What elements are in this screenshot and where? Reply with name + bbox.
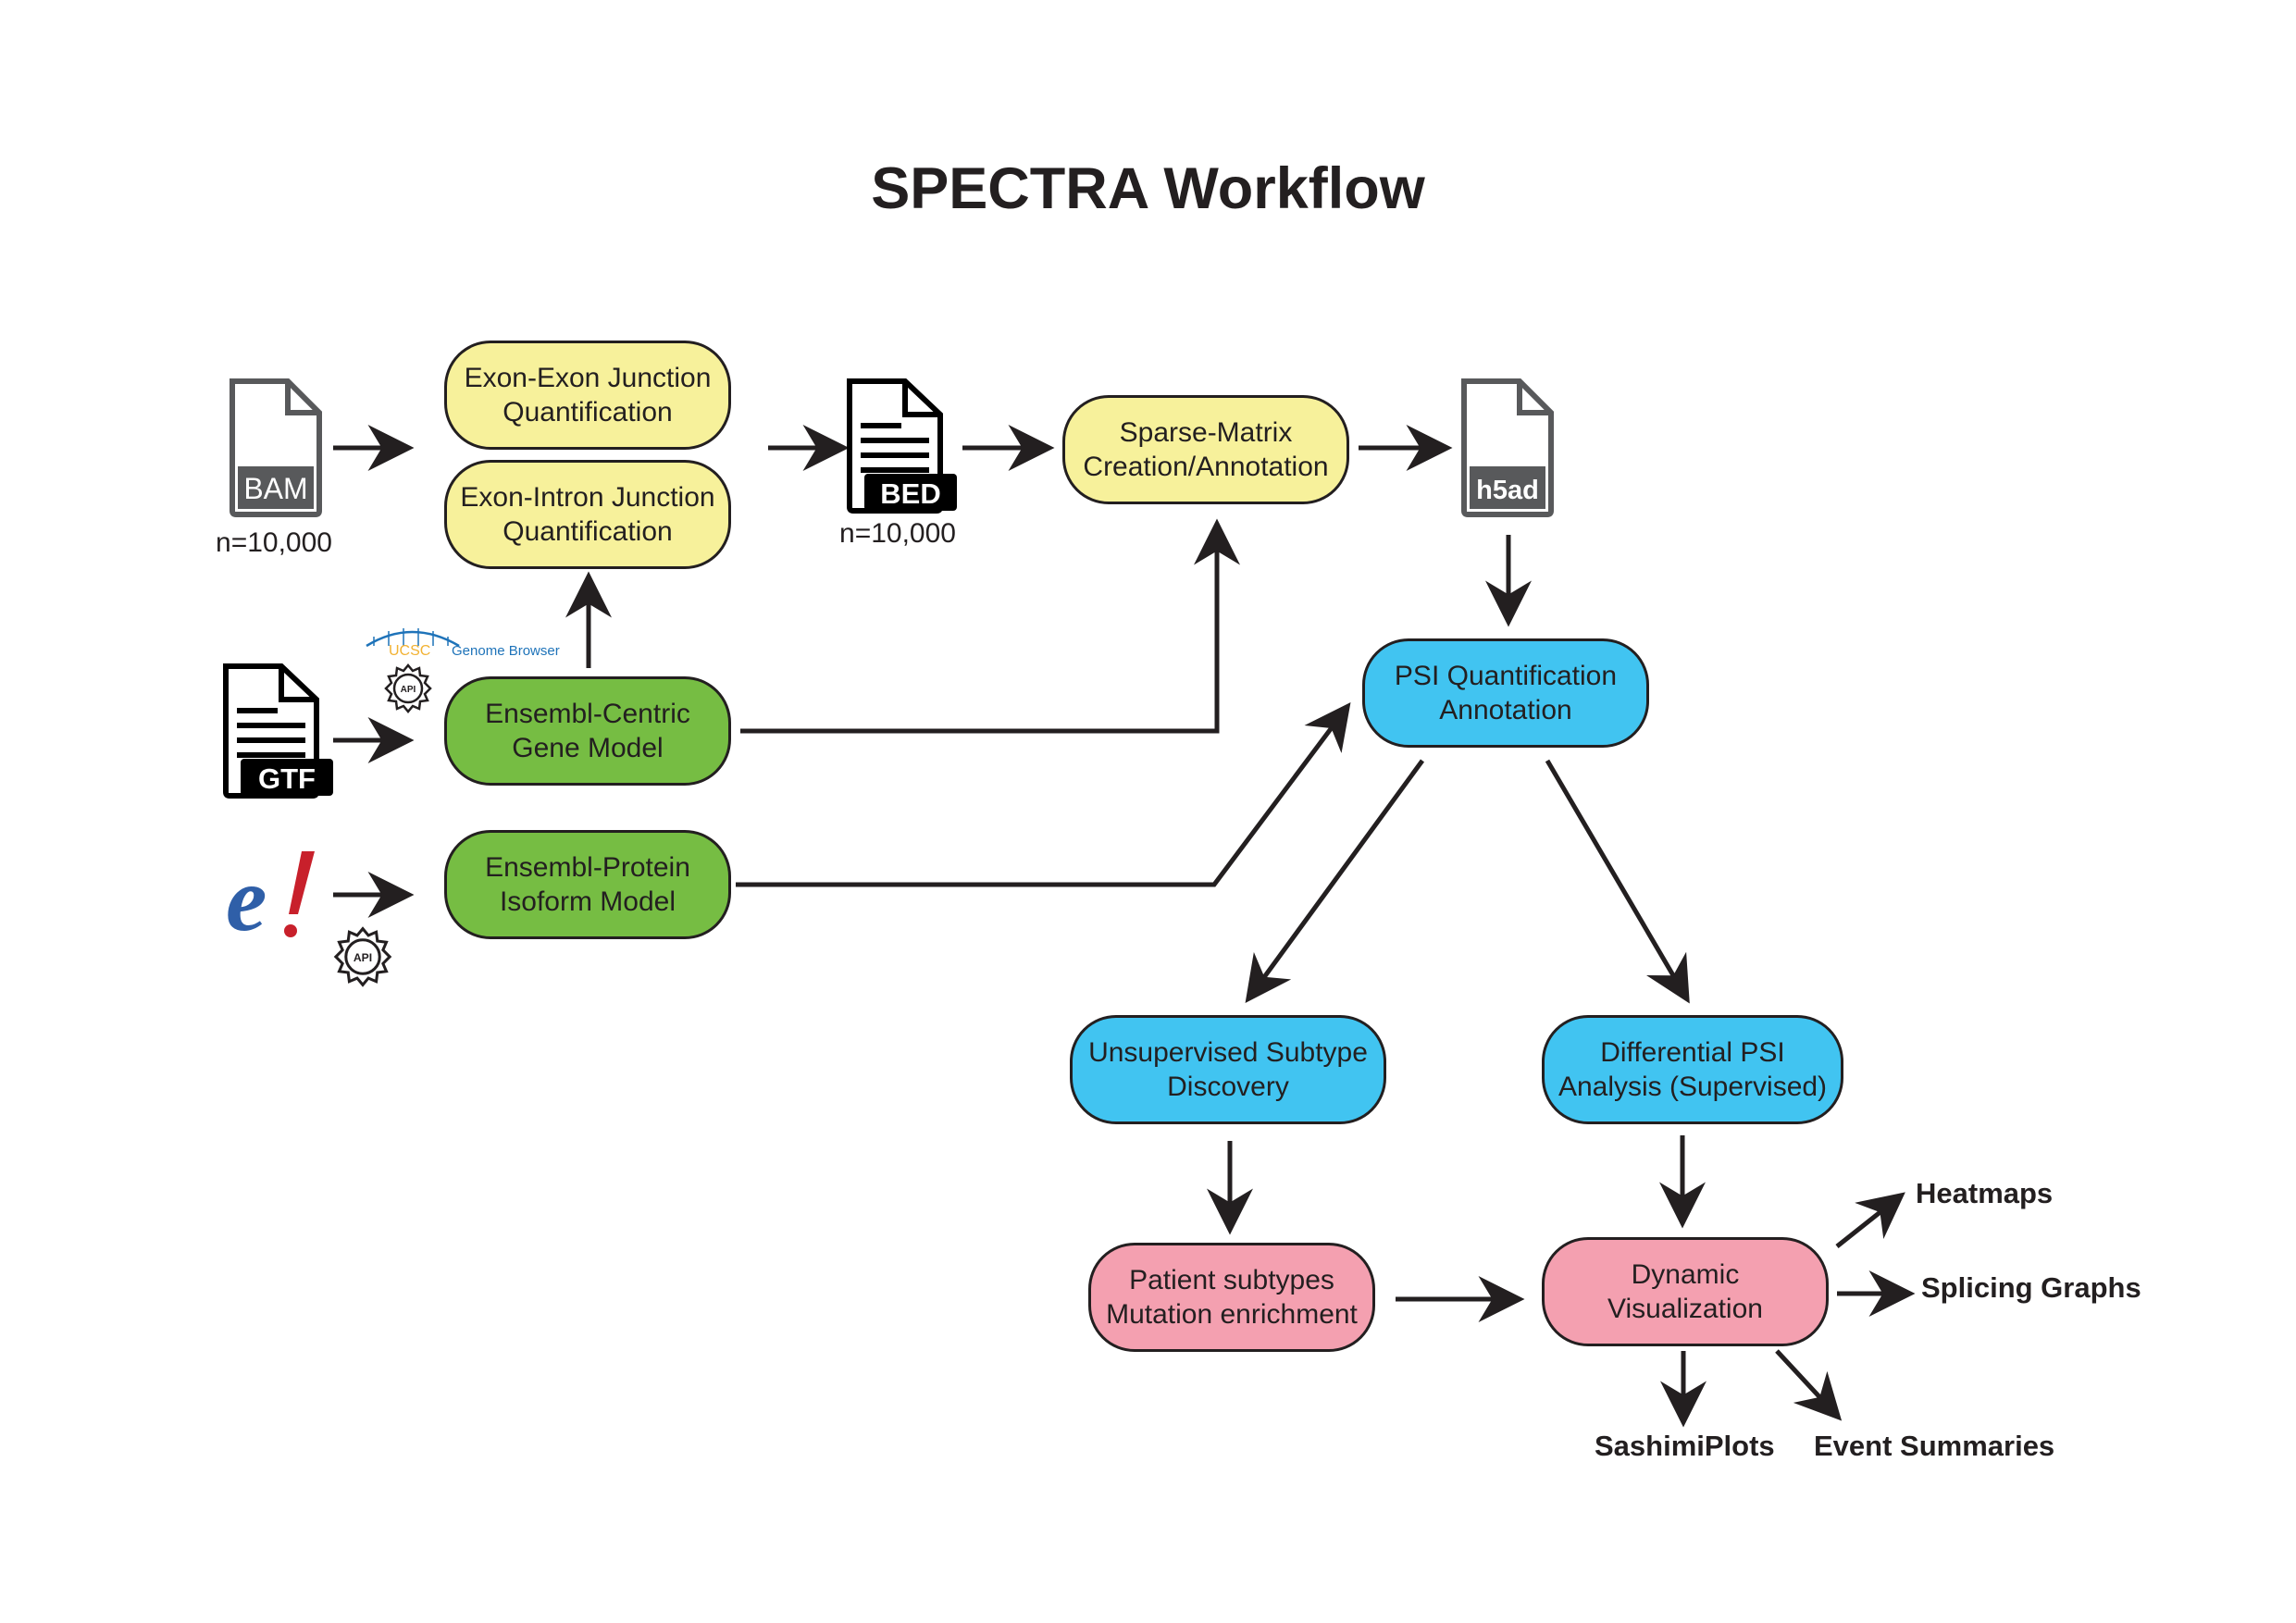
ucsc-logo: UCSC Genome Browser <box>361 622 574 728</box>
exon-intron-junction-node: Exon-Intron Junction Quantification <box>444 460 731 569</box>
svg-text:e: e <box>226 848 267 944</box>
psi-quantification-node: PSI Quantification Annotation <box>1362 638 1649 748</box>
gene-model-node: Ensembl-Centric Gene Model <box>444 676 731 786</box>
ucsc-api-gear-icon: API <box>382 663 434 719</box>
sashimi-plots-output: SashimiPlots <box>1595 1430 1775 1462</box>
sparse-matrix-node: Sparse-Matrix Creation/Annotation <box>1062 395 1349 504</box>
event-summaries-output: Event Summaries <box>1814 1430 2055 1462</box>
ensembl-logo-icon: e <box>222 842 324 950</box>
patient-subtypes-node: Patient subtypes Mutation enrichment <box>1088 1243 1375 1352</box>
exon-exon-junction-node: Exon-Exon Junction Quantification <box>444 341 731 450</box>
h5ad-file-icon: h5ad <box>1458 378 1556 523</box>
arrow-gene-model-to-sparse <box>740 518 1240 734</box>
bed-count: n=10,000 <box>839 518 956 549</box>
ensembl-api-label: API <box>354 951 372 964</box>
ucsc-suffix: Genome Browser <box>452 643 560 659</box>
h5ad-label: h5ad <box>1476 476 1539 505</box>
heatmaps-output: Heatmaps <box>1916 1177 2054 1209</box>
protein-model-node: Ensembl-Protein Isoform Model <box>444 830 731 939</box>
splicing-graphs-output: Splicing Graphs <box>1921 1271 2141 1304</box>
arrow-dynamic-to-heatmaps <box>1835 1192 1905 1248</box>
gtf-file-icon: GTF <box>220 663 337 804</box>
ucsc-label: UCSC <box>389 643 430 659</box>
ensembl-api-gear-icon: API <box>331 925 394 993</box>
gtf-label: GTF <box>258 762 316 795</box>
bam-file-icon: BAM <box>227 378 324 523</box>
bam-label: BAM <box>243 472 307 505</box>
page-title: SPECTRA Workflow <box>871 156 1425 221</box>
differential-psi-node: Differential PSI Analysis (Supervised) <box>1542 1015 1843 1124</box>
arrow-psi-to-differential <box>1545 759 1690 1004</box>
bed-label: BED <box>880 477 940 510</box>
bed-file-icon: BED <box>844 378 957 519</box>
arrow-psi-to-unsupervised <box>1245 759 1425 1004</box>
arrow-protein-model-to-psi <box>736 701 1351 887</box>
unsupervised-subtype-node: Unsupervised Subtype Discovery <box>1070 1015 1386 1124</box>
arrow-dynamic-to-event-summaries <box>1775 1349 1843 1421</box>
bam-count: n=10,000 <box>216 527 332 558</box>
dynamic-visualization-node: Dynamic Visualization <box>1542 1237 1829 1346</box>
ucsc-api-label: API <box>401 685 416 695</box>
